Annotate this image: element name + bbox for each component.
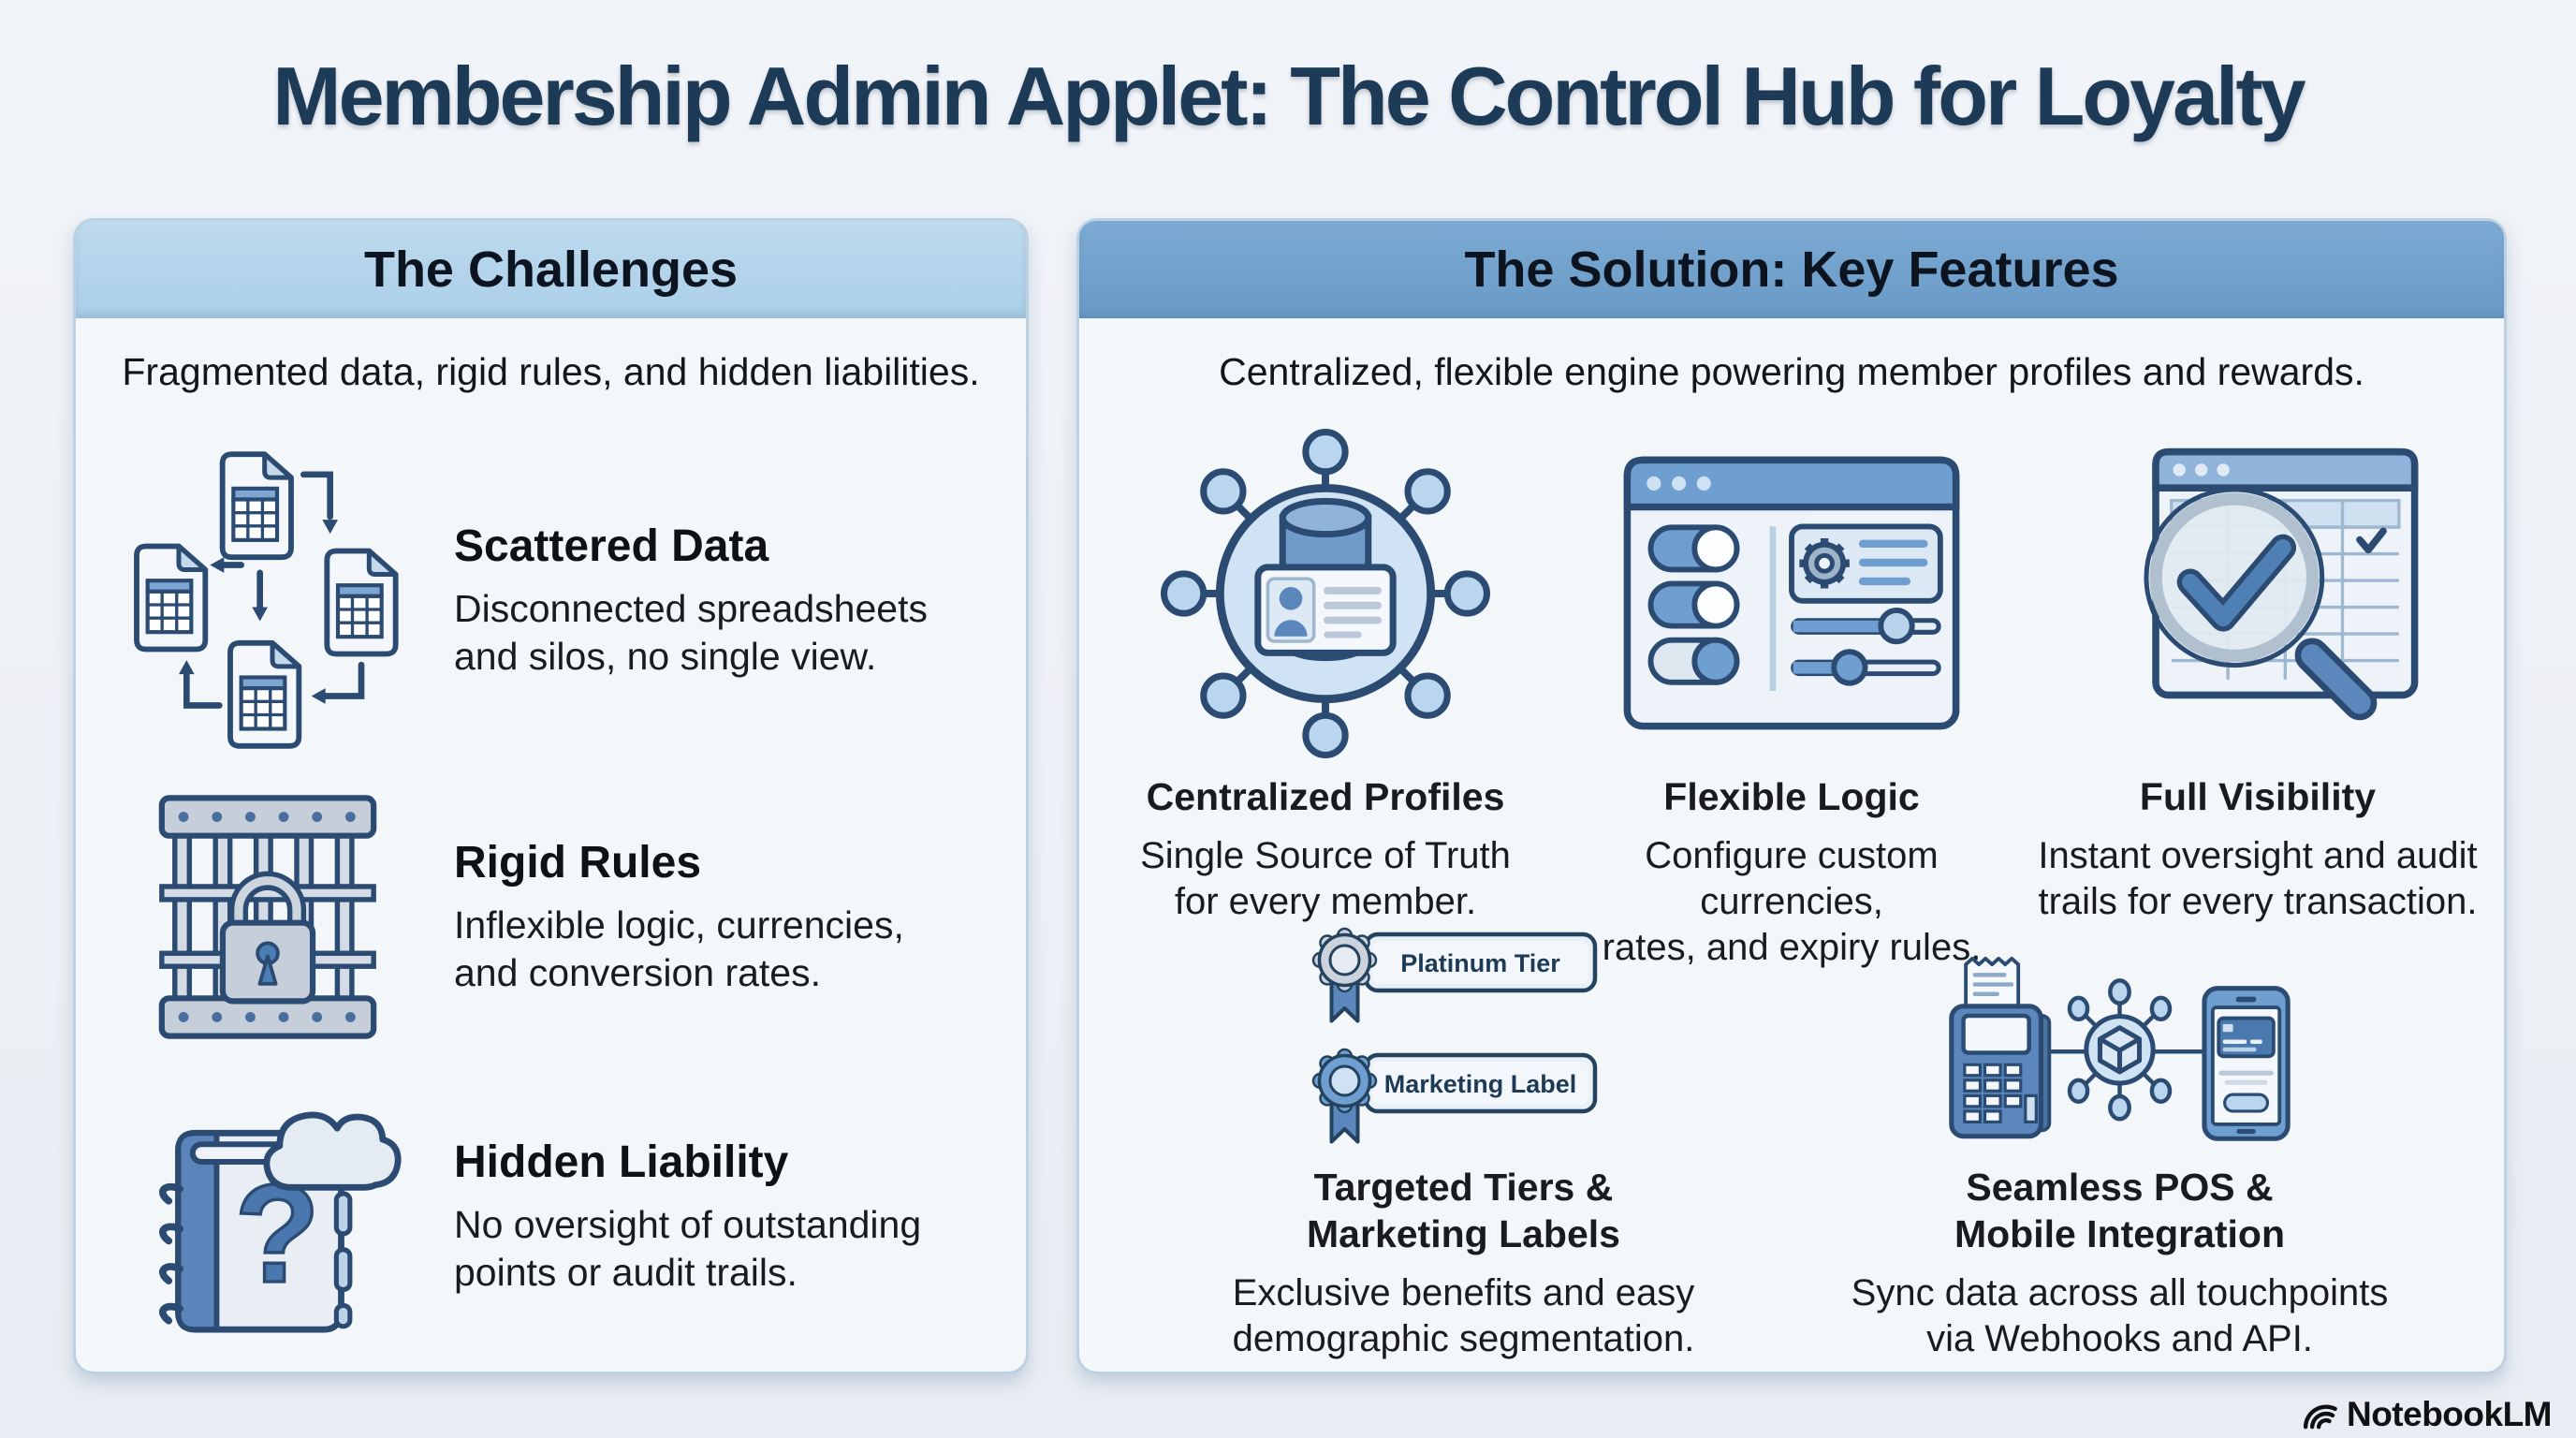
tier-badges-icon: Platinum Tier xyxy=(1135,927,1792,1164)
settings-toggles-icon xyxy=(1559,413,2025,773)
solution-panel-header: The Solution: Key Features xyxy=(1079,221,2504,318)
features-top-row: Centralized Profiles Single Source of Tr… xyxy=(1092,413,2491,970)
challenges-panel-header: The Challenges xyxy=(76,221,1026,318)
feature-title: Flexible Logic xyxy=(1663,775,1920,818)
marketing-badge: Marketing Label xyxy=(1311,1048,1597,1144)
solution-panel-subtitle: Centralized, flexible engine powering me… xyxy=(1219,350,2364,393)
feature-pos-mobile: Seamless POS & Mobile Integration Sync d… xyxy=(1792,937,2448,1362)
platinum-badge: Platinum Tier xyxy=(1311,927,1597,1023)
features-bottom-row: Platinum Tier xyxy=(1135,927,2448,1362)
scattered-spreadsheets-icon xyxy=(113,448,422,753)
feature-title: Full Visibility xyxy=(2139,775,2377,818)
locked-cage-icon xyxy=(113,779,422,1055)
feature-flexible-logic: Flexible Logic Configure custom currenci… xyxy=(1559,413,2025,970)
challenge-text-block: Hidden Liability No oversight of outstan… xyxy=(454,1137,921,1295)
challenges-panel-subtitle: Fragmented data, rigid rules, and hidden… xyxy=(122,350,980,393)
challenge-title: Hidden Liability xyxy=(454,1137,789,1188)
feature-description: Configure custom currencies, rates, and … xyxy=(1602,835,1982,968)
feature-description: Instant oversight and audit trails for e… xyxy=(2038,835,2478,922)
feature-title: Targeted Tiers & Marketing Labels xyxy=(1307,1166,1620,1256)
svg-text:Marketing Label: Marketing Label xyxy=(1383,1070,1576,1098)
feature-centralized-profiles: Centralized Profiles Single Source of Tr… xyxy=(1092,413,1559,970)
audit-magnifier-icon xyxy=(2025,413,2491,773)
challenge-title: Scattered Data xyxy=(454,521,769,572)
pos-hub-mobile-icon xyxy=(1792,937,2448,1164)
challenge-item-scattered-data: Scattered Data Disconnected spreadsheets… xyxy=(113,446,1003,755)
feature-description: Exclusive benefits and easy demographic … xyxy=(1232,1272,1695,1359)
footer-brand: NotebookLM xyxy=(2300,1395,2553,1434)
ledger-question-cloud-icon: ? xyxy=(113,1080,422,1352)
feature-description: Single Source of Truth for every member. xyxy=(1140,835,1511,922)
feature-title: Seamless POS & Mobile Integration xyxy=(1954,1166,2286,1256)
solution-panel: The Solution: Key Features Centralized, … xyxy=(1076,218,2507,1374)
challenge-description: No oversight of outstanding points or au… xyxy=(454,1203,922,1294)
challenge-item-hidden-liability: ? Hidden Liability No oversight of outst… xyxy=(113,1062,1003,1371)
feature-full-visibility: Full Visibility Instant oversight and au… xyxy=(2025,413,2491,970)
networked-profile-icon xyxy=(1092,413,1559,773)
challenge-title: Rigid Rules xyxy=(454,838,702,888)
challenge-text-block: Rigid Rules Inflexible logic, currencies… xyxy=(454,837,904,995)
feature-description: Sync data across all touchpoints via Web… xyxy=(1851,1272,2389,1359)
svg-text:Platinum Tier: Platinum Tier xyxy=(1400,949,1560,977)
notebooklm-logo-icon xyxy=(2300,1395,2339,1434)
challenge-item-rigid-rules: Rigid Rules Inflexible logic, currencies… xyxy=(113,762,1003,1071)
challenges-panel: The Challenges Fragmented data, rigid ru… xyxy=(73,218,1029,1374)
challenge-description: Disconnected spreadsheets and silos, no … xyxy=(454,587,928,678)
footer-brand-label: NotebookLM xyxy=(2346,1395,2553,1433)
challenge-text-block: Scattered Data Disconnected spreadsheets… xyxy=(454,521,928,679)
feature-title: Centralized Profiles xyxy=(1146,775,1505,818)
challenge-description: Inflexible logic, currencies, and conver… xyxy=(454,903,904,994)
feature-targeted-tiers: Platinum Tier xyxy=(1135,927,1792,1362)
page-title: Membership Admin Applet: The Control Hub… xyxy=(272,50,2305,142)
